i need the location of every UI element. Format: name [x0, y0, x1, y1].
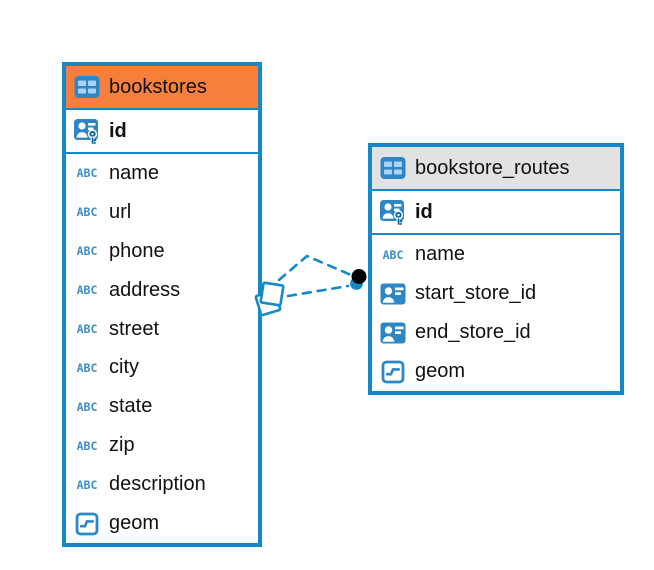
- table-bookstore-routes[interactable]: bookstore_routes id: [368, 143, 624, 395]
- abc-icon: ABC: [76, 244, 98, 259]
- column-zip[interactable]: ABC zip: [66, 426, 258, 466]
- column-id[interactable]: id: [66, 110, 258, 152]
- column-label: end_store_id: [415, 321, 531, 343]
- column-state[interactable]: ABC state: [66, 387, 258, 427]
- column-label: city: [109, 356, 139, 379]
- abc-icon: ABC: [76, 283, 98, 298]
- abc-icon: ABC: [76, 399, 98, 414]
- column-label: name: [415, 243, 466, 265]
- pk-divider: [372, 233, 620, 235]
- column-label: id: [109, 119, 127, 142]
- relation-line-2[interactable]: [286, 284, 350, 298]
- column-phone[interactable]: ABC phone: [66, 231, 258, 271]
- geometry-icon: [379, 360, 407, 384]
- column-label: street: [109, 317, 160, 340]
- column-id[interactable]: id: [372, 191, 620, 233]
- column-address[interactable]: ABC address: [66, 270, 258, 310]
- person-card-icon: [379, 322, 407, 344]
- column-street[interactable]: ABC street: [66, 309, 258, 349]
- column-label: id: [415, 200, 433, 223]
- column-label: geom: [109, 512, 160, 535]
- abc-icon: ABC: [76, 438, 98, 453]
- person-key-icon: [73, 116, 101, 146]
- pk-divider: [66, 152, 258, 154]
- person-key-icon: [379, 197, 407, 227]
- column-label: start_store_id: [415, 282, 537, 304]
- column-geom[interactable]: geom: [372, 352, 620, 391]
- column-label: state: [109, 395, 153, 418]
- column-label: url: [109, 200, 132, 223]
- column-label: name: [109, 161, 160, 184]
- abc-icon: ABC: [76, 322, 98, 337]
- header-divider: [66, 108, 258, 110]
- column-url[interactable]: ABC url: [66, 192, 258, 232]
- table-header-bookstore-routes[interactable]: bookstore_routes: [372, 147, 620, 189]
- abc-icon: ABC: [76, 360, 98, 375]
- column-label: description: [109, 473, 206, 496]
- abc-icon: ABC: [76, 477, 98, 492]
- abc-icon: ABC: [76, 166, 98, 181]
- table-header-bookstores[interactable]: bookstores: [66, 66, 258, 108]
- abc-icon: ABC: [382, 247, 404, 262]
- table-icon: [379, 156, 407, 180]
- column-label: geom: [415, 360, 466, 382]
- table-title: bookstores: [109, 75, 207, 98]
- table-title: bookstore_routes: [415, 156, 570, 179]
- column-end_store_id[interactable]: end_store_id: [372, 313, 620, 352]
- column-start_store_id[interactable]: start_store_id: [372, 274, 620, 313]
- relation-line-1[interactable]: [277, 254, 353, 282]
- column-description[interactable]: ABC description: [66, 465, 258, 505]
- column-geom[interactable]: geom: [66, 504, 258, 544]
- column-city[interactable]: ABC city: [66, 348, 258, 388]
- table-bookstores[interactable]: bookstores id: [62, 62, 262, 547]
- table-icon: [73, 75, 101, 99]
- person-card-icon: [379, 283, 407, 305]
- column-name[interactable]: ABC name: [66, 154, 258, 193]
- column-name[interactable]: ABC name: [372, 235, 620, 274]
- geometry-icon: [73, 512, 101, 536]
- abc-icon: ABC: [76, 205, 98, 220]
- relation-target-marker[interactable]: [350, 269, 367, 290]
- column-label: zip: [109, 434, 135, 457]
- header-divider: [372, 189, 620, 191]
- column-label: phone: [109, 239, 165, 262]
- column-label: address: [109, 278, 181, 301]
